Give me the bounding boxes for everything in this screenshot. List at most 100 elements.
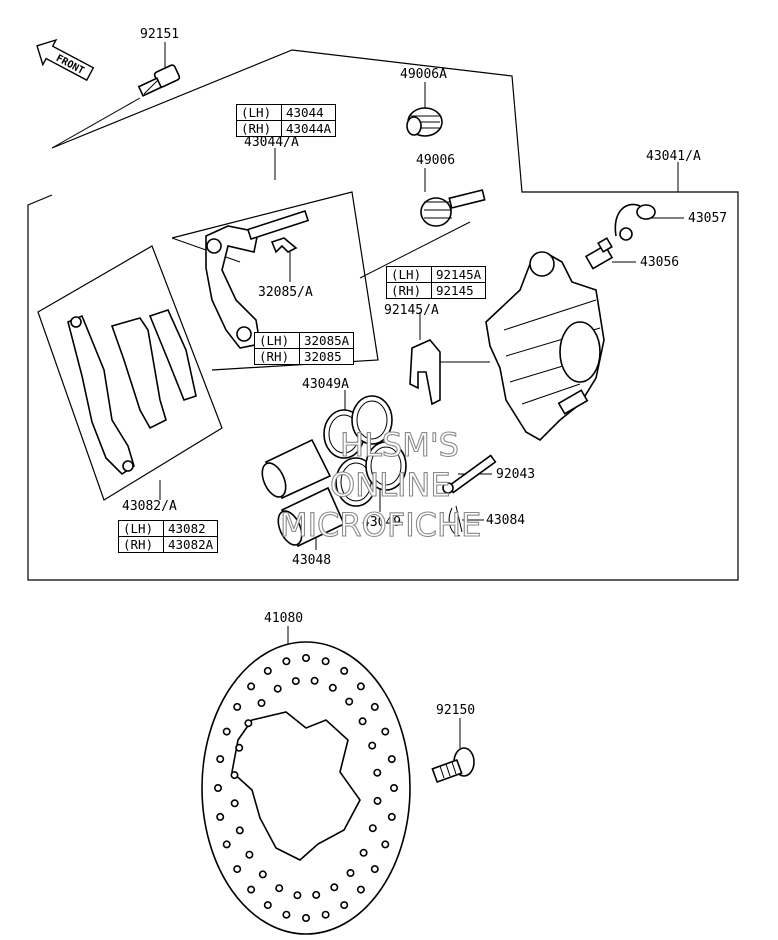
label-43082a: 43082/A xyxy=(122,499,177,514)
label-43084: 43084 xyxy=(486,513,525,528)
table-92145: (LH)92145A (RH)92145 xyxy=(386,266,487,299)
watermark: HLSM'S ONLINE MICROFICHE xyxy=(279,425,481,544)
side-cell: (LH) xyxy=(118,520,164,537)
label-43049: 43049 xyxy=(362,515,401,530)
label-92150: 92150 xyxy=(436,703,475,718)
label-43048: 43048 xyxy=(292,553,331,568)
disc-hole xyxy=(291,677,300,686)
label-49006: 49006 xyxy=(416,153,455,168)
side-cell: (LH) xyxy=(236,104,282,121)
clip-32085a xyxy=(270,237,298,254)
disc-hole xyxy=(312,890,321,899)
pin-clip-43084 xyxy=(448,505,463,537)
disc-hole xyxy=(257,698,266,707)
label-92043: 92043 xyxy=(496,467,535,482)
disc-hole xyxy=(263,666,272,675)
part-cell: 32085 xyxy=(298,348,355,365)
disc-hole xyxy=(387,755,396,764)
disc-hole xyxy=(230,799,239,808)
pad-group-frame xyxy=(37,245,223,501)
bolt-92151 xyxy=(137,64,181,97)
boot-49006a xyxy=(406,107,443,137)
disc-hole xyxy=(340,666,349,675)
disc-hole xyxy=(245,850,254,859)
disc-hole xyxy=(235,743,244,752)
pad-pin-92043 xyxy=(442,454,497,494)
table-row: (RH)43044A xyxy=(236,120,337,137)
disc-hole xyxy=(235,826,244,835)
side-cell: (RH) xyxy=(254,348,300,365)
brake-pads-43082a xyxy=(67,309,197,476)
assembly-outline xyxy=(27,49,739,581)
front-arrow-icon: FRONT xyxy=(36,38,95,82)
disc-hole xyxy=(370,702,379,711)
label-43056: 43056 xyxy=(640,255,679,270)
label-43044a: 43044/A xyxy=(244,135,299,150)
slide-pin-49006 xyxy=(420,189,486,227)
table-row: (LH)43044 xyxy=(236,104,337,121)
disc-hole xyxy=(359,848,368,857)
table-row: (RH)32085 xyxy=(254,348,355,365)
table-row: (LH)92145A xyxy=(386,266,487,283)
label-43049a: 43049A xyxy=(302,377,349,392)
disc-hole xyxy=(373,796,382,805)
label-49006a: 49006A xyxy=(400,67,447,82)
bleeder-valve-43056 xyxy=(584,237,614,270)
disc-hole xyxy=(233,702,242,711)
disc-hole xyxy=(230,771,239,780)
label-43041a: 43041/A xyxy=(646,149,701,164)
disc-hole xyxy=(222,727,231,736)
bleeder-cap-43057 xyxy=(614,203,656,241)
disc-hole xyxy=(381,727,390,736)
piston-seals xyxy=(323,395,407,507)
caliper-body xyxy=(485,251,605,441)
disc-hole xyxy=(310,676,319,685)
table-row: (RH)92145 xyxy=(386,282,487,299)
disc-hole xyxy=(247,885,256,894)
disc-hole xyxy=(258,870,267,879)
part-cell: 43082 xyxy=(162,520,219,537)
disc-hole xyxy=(301,913,310,922)
part-cell: 43044A xyxy=(280,120,337,137)
disc-hole xyxy=(216,812,225,821)
table-43082: (LH)43082 (RH)43082A xyxy=(118,520,219,553)
part-cell: 92145A xyxy=(430,266,487,283)
label-32085a: 32085/A xyxy=(258,285,313,300)
table-row: (LH)32085A xyxy=(254,332,355,349)
disc-hole xyxy=(368,824,377,833)
table-row: (RH)43082A xyxy=(118,536,219,553)
side-cell: (RH) xyxy=(236,120,282,137)
side-cell: (RH) xyxy=(118,536,164,553)
watermark-line-1: HLSM'S xyxy=(340,426,459,464)
disc-hole xyxy=(370,865,379,874)
part-cell: 32085A xyxy=(298,332,355,349)
disc-hole xyxy=(358,717,367,726)
disc-bolt-92150 xyxy=(431,747,475,784)
part-cell: 43044 xyxy=(280,104,337,121)
disc-hole xyxy=(356,682,365,691)
table-row: (LH)43082 xyxy=(118,520,219,537)
disc-hole xyxy=(216,755,225,764)
disc-hole xyxy=(368,741,377,750)
disc-hole xyxy=(275,884,284,893)
side-cell: (LH) xyxy=(254,332,300,349)
part-cell: 43082A xyxy=(162,536,219,553)
disc-hole xyxy=(387,812,396,821)
disc-hole xyxy=(345,697,354,706)
label-41080: 41080 xyxy=(264,611,303,626)
side-cell: (RH) xyxy=(386,282,432,299)
label-92151: 92151 xyxy=(140,27,179,42)
watermark-line-3: MICROFICHE xyxy=(280,506,481,544)
disc-hole xyxy=(293,891,302,900)
disc-hole xyxy=(321,657,330,666)
side-cell: (LH) xyxy=(386,266,432,283)
part-cell: 92145 xyxy=(430,282,487,299)
pistons-43048 xyxy=(261,438,346,548)
brake-disc-41080 xyxy=(201,641,411,935)
disc-hole xyxy=(346,868,355,877)
disc-hole xyxy=(356,885,365,894)
caliper-bracket-43044a xyxy=(205,209,310,349)
table-43044: (LH)43044 (RH)43044A xyxy=(236,104,337,137)
disc-hole xyxy=(389,783,398,792)
